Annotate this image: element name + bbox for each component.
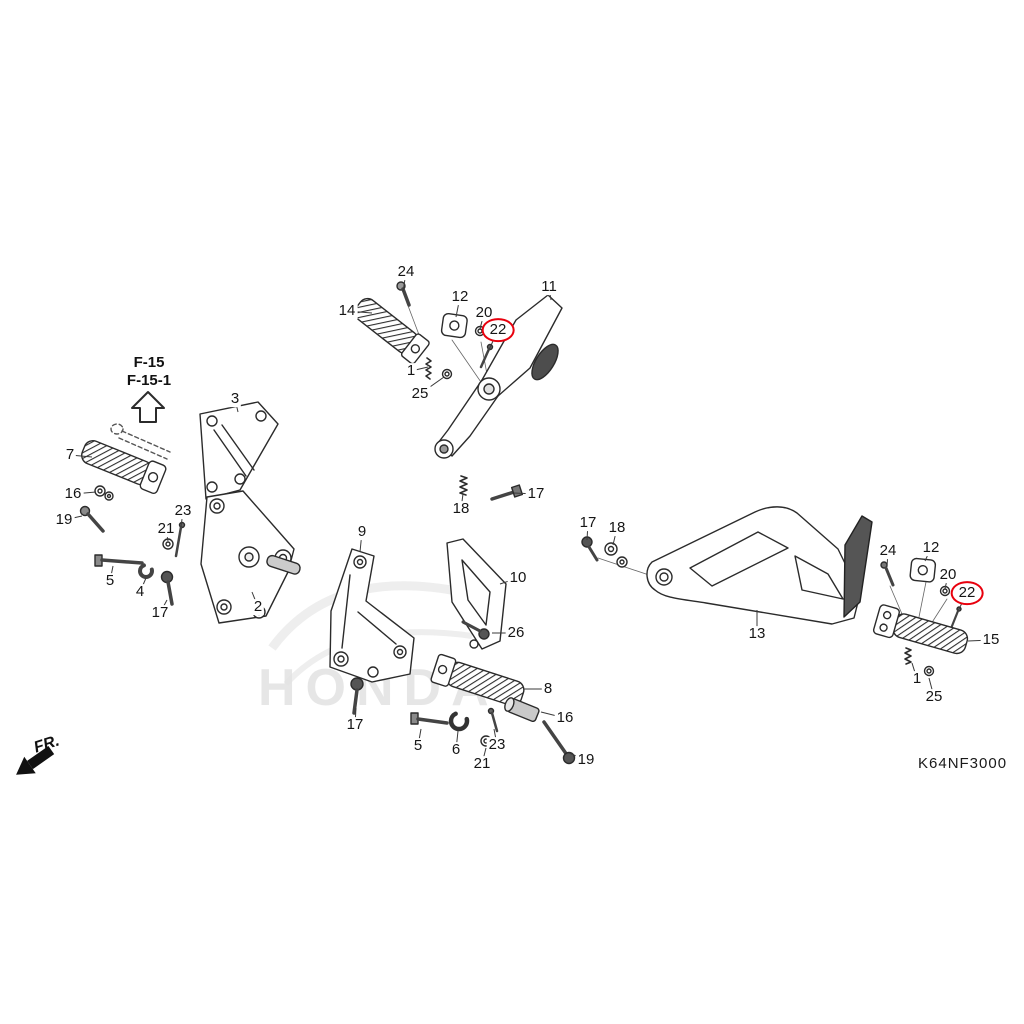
part-washer-25-right — [923, 665, 935, 677]
callout-24: 24 — [877, 542, 899, 560]
part-washer-18-right — [604, 542, 628, 568]
part-washer-21-left — [162, 538, 174, 550]
ref-label-f15-1: F-15-1 — [126, 372, 172, 389]
part-bolt-19-left — [79, 505, 105, 533]
phantom-bolt — [110, 423, 171, 460]
ref-label-group: F-15 F-15-1 — [112, 354, 186, 390]
callout-21: 21 — [155, 520, 177, 538]
callout-17: 17 — [149, 604, 171, 622]
part-bolt-17-right — [581, 536, 599, 562]
callout-14: 14 — [336, 302, 358, 320]
callout-25: 25 — [923, 688, 945, 706]
part-footpeg-rear-left — [430, 653, 525, 707]
callout-6: 6 — [449, 741, 463, 759]
callout-4: 4 — [133, 583, 147, 601]
part-clip-6 — [448, 710, 470, 732]
callout-3: 3 — [228, 390, 242, 408]
callout-17: 17 — [344, 716, 366, 734]
reference-arrow-icon — [131, 391, 165, 423]
part-step-bracket-13 — [646, 506, 873, 625]
callout-21: 21 — [471, 755, 493, 773]
part-brake-pedal-11 — [434, 294, 563, 459]
callout-11: 11 — [539, 278, 559, 296]
ref-label-f15: F-15 — [133, 354, 165, 371]
callout-2: 2 — [251, 598, 265, 616]
callout-16: 16 — [554, 709, 576, 727]
callout-8: 8 — [541, 680, 555, 698]
part-plate-12-right — [909, 557, 937, 583]
part-spring-1-right — [904, 647, 912, 665]
callout-25: 25 — [409, 385, 431, 403]
part-pin-23-bottom — [487, 707, 499, 733]
callout-1: 1 — [910, 670, 924, 688]
callout-13: 13 — [746, 625, 768, 643]
callout-17: 17 — [525, 485, 547, 503]
part-washer-16-left — [94, 485, 114, 501]
part-bolt-26 — [461, 620, 490, 640]
part-bolt-5-left — [94, 554, 144, 567]
callout-18: 18 — [606, 519, 628, 537]
part-washer-25-top — [441, 368, 453, 380]
callout-10: 10 — [507, 569, 529, 587]
callout-23: 23 — [486, 736, 508, 754]
part-footpeg-front-left — [81, 440, 167, 494]
callout-17: 17 — [577, 514, 599, 532]
callout-7: 7 — [63, 446, 77, 464]
part-heel-guard-10 — [446, 538, 507, 650]
part-bolt-5-bottom — [410, 712, 449, 725]
part-collar-16-bottom — [504, 697, 540, 723]
callout-12: 12 — [449, 288, 471, 306]
callout-9: 9 — [355, 523, 369, 541]
part-clip-4 — [138, 563, 154, 579]
callout-19: 19 — [575, 751, 597, 769]
part-bolt-17-bottom — [350, 677, 364, 715]
part-bracket-9 — [329, 548, 415, 683]
callout-5: 5 — [103, 572, 117, 590]
part-plate-12-top — [440, 312, 468, 339]
callout-24: 24 — [395, 263, 417, 281]
callout-16: 16 — [62, 485, 84, 503]
callout-12: 12 — [920, 539, 942, 557]
diagram-code: K64NF3000 — [918, 755, 1008, 772]
part-spring-18-mid — [459, 475, 468, 496]
callout-20: 20 — [937, 566, 959, 584]
callout-18: 18 — [450, 500, 472, 518]
callout-26: 26 — [505, 624, 527, 642]
part-bolt-17-left — [160, 570, 174, 606]
part-footpeg-rear-right — [872, 604, 969, 655]
callout-22: 22 — [950, 581, 984, 605]
callout-19: 19 — [53, 511, 75, 529]
callout-1: 1 — [404, 362, 418, 380]
fr-arrow-icon — [16, 745, 55, 775]
part-bracket-plate-3 — [199, 401, 279, 500]
callout-22: 22 — [481, 318, 515, 342]
part-spring-1-top — [425, 357, 432, 380]
callout-23: 23 — [172, 502, 194, 520]
callout-15: 15 — [980, 631, 1002, 649]
callout-5: 5 — [411, 737, 425, 755]
